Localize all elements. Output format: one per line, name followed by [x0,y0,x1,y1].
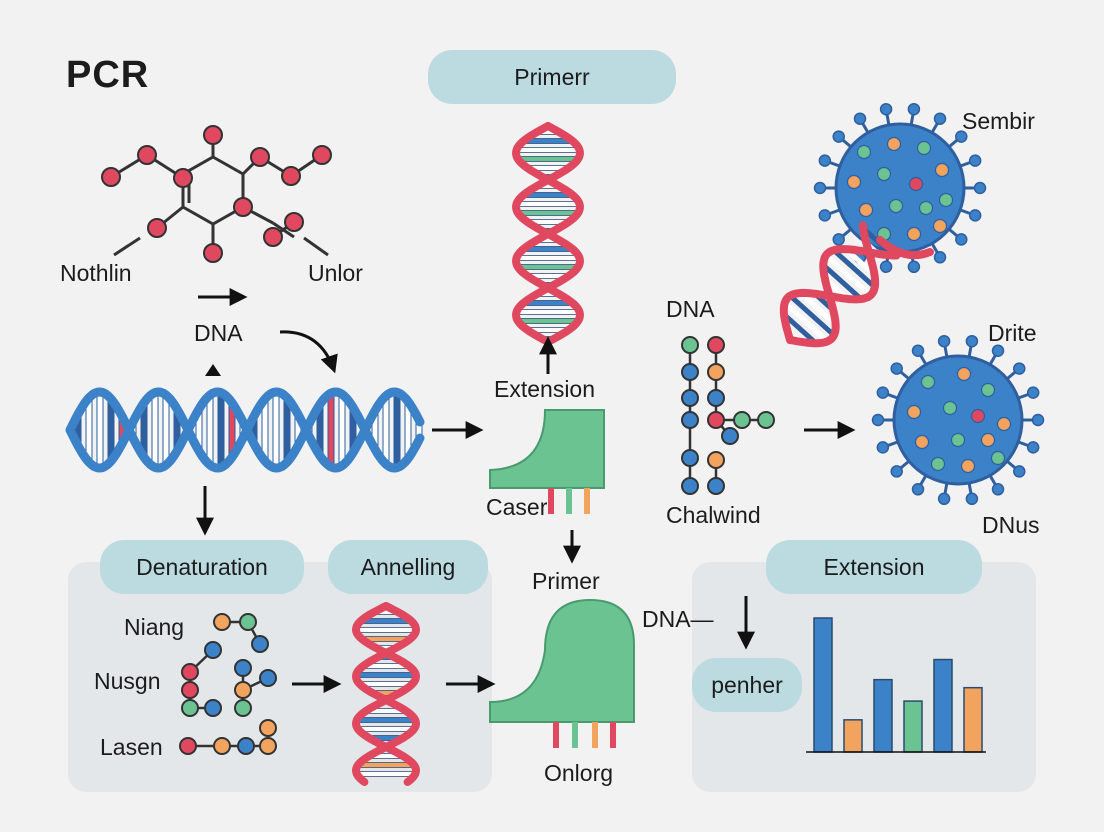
bar-2 [843,719,863,753]
enzyme-caser [489,409,605,514]
nucleotide-beads [179,613,277,755]
pill-annealing: Annelling [328,540,488,594]
dna-helix-vertical-top [512,122,584,344]
virus-drite [871,334,1045,506]
label-dna-arrow: DNA— [642,606,714,632]
label-sembir: Sembir [962,108,1035,134]
bar-4 [903,700,923,753]
dna-helix-diagonal [779,221,934,348]
label-dnus: DNus [982,512,1040,538]
label-dna-left: DNA [194,320,243,346]
enzyme-onlorg [489,598,635,748]
molecule-atoms [101,125,332,263]
label-chalwind: Chalwind [666,502,761,528]
bar-5 [933,658,953,753]
label-nusgn: Nusgn [94,668,161,694]
label-drite: Drite [988,320,1037,346]
dna-chain-beads [681,336,775,495]
label-niang: Niang [124,614,185,640]
label-dna-right: DNA [666,296,715,322]
pill-penher: penher [692,658,802,712]
bar-chart [813,617,983,753]
bar-3 [873,678,893,753]
dna-helix-vertical-bottom [351,602,421,786]
label-primer-mid: Primer [532,568,600,594]
page-title: PCR [66,54,150,96]
pill-denaturation: Denaturation [100,540,304,594]
label-caser: Caser [486,494,548,520]
virus-sembir [813,102,987,274]
bar-6 [963,686,983,753]
dna-helix-horizontal [65,387,425,473]
dna-chain-structure [688,345,766,488]
label-extension-mid: Extension [494,376,596,402]
label-onlorg: Onlorg [544,760,614,786]
label-nothlin: Nothlin [60,260,132,286]
label-lasen: Lasen [100,734,163,760]
pill-extension: Extension [766,540,982,594]
label-unlor: Unlor [308,260,363,286]
bar-1 [813,617,833,753]
pill-primer-top: Primerr [428,50,676,104]
bottom-left-panel [68,562,492,792]
